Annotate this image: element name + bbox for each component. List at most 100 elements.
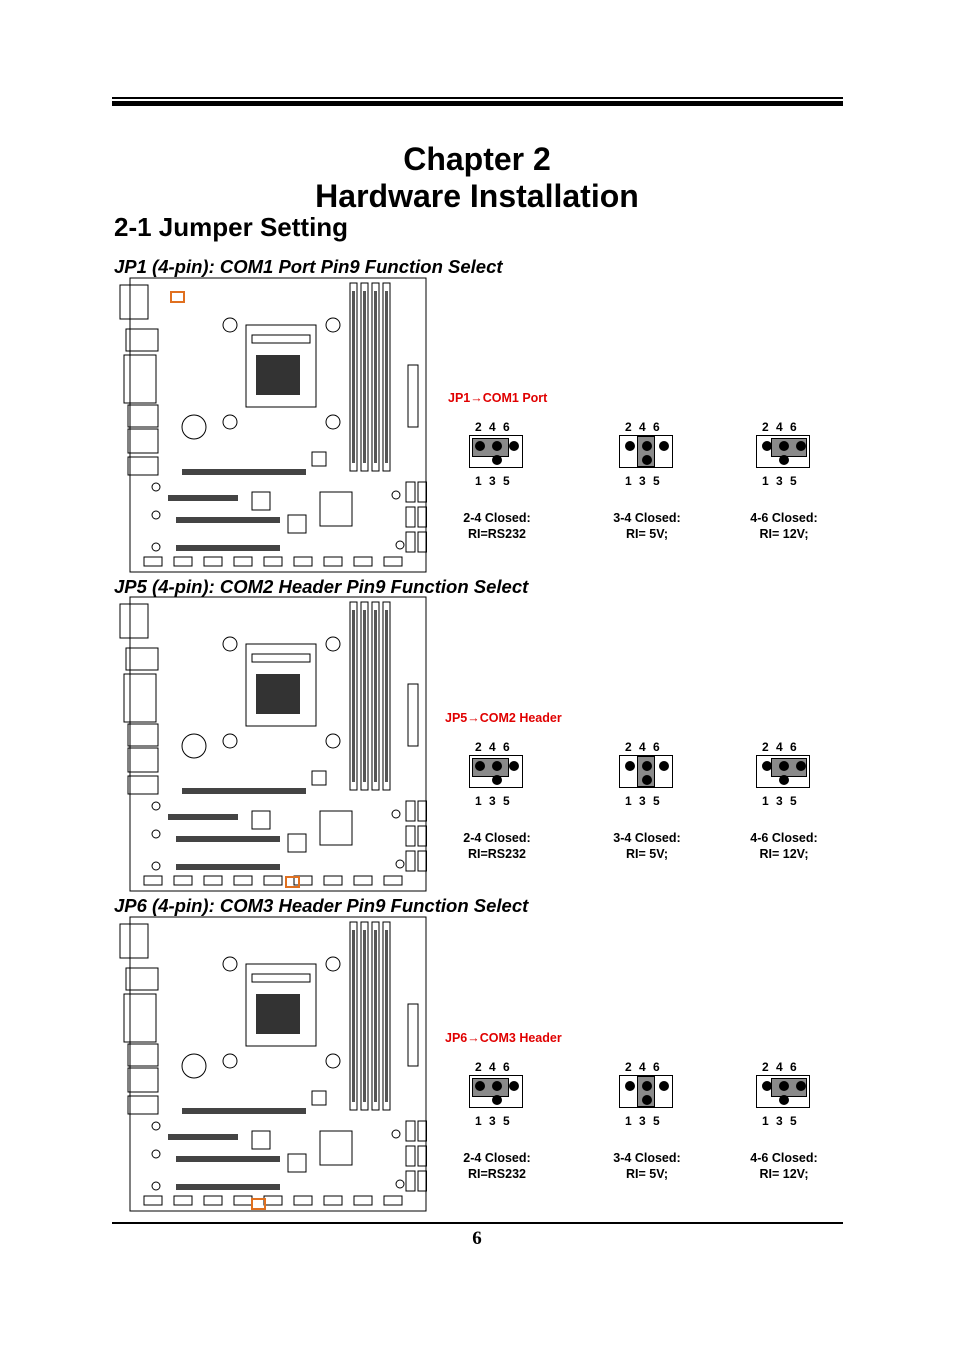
pin-dot xyxy=(509,1081,519,1091)
pin-dot xyxy=(642,441,652,451)
pin-numbers-bottom: 1 3 5 xyxy=(625,1114,660,1128)
pin-dot xyxy=(492,1095,502,1105)
pin-numbers-top: 2 4 6 xyxy=(625,420,660,434)
pin-numbers-top: 2 4 6 xyxy=(762,420,797,434)
ri-value: RI=RS232 xyxy=(467,847,527,861)
pin-dot xyxy=(642,1081,652,1091)
bottom-rule xyxy=(112,1222,843,1224)
pin-dot xyxy=(509,441,519,451)
pin-numbers-bottom: 1 3 5 xyxy=(762,794,797,808)
pin-numbers-bottom: 1 3 5 xyxy=(475,474,510,488)
pin-dot xyxy=(762,441,772,451)
closed-label: 4-6 Closed: xyxy=(750,1151,818,1165)
pin-numbers-top: 2 4 6 xyxy=(475,1060,510,1074)
pin-numbers-top: 2 4 6 xyxy=(475,740,510,754)
pin-dot xyxy=(492,441,502,451)
section-title: 2-1 Jumper Setting xyxy=(114,212,349,242)
motherboard-diagram xyxy=(119,916,427,1212)
pin-dot xyxy=(475,1081,485,1091)
pin-dot xyxy=(492,455,502,465)
pin-dot xyxy=(659,761,669,771)
pin-numbers-top: 2 4 6 xyxy=(625,740,660,754)
pin-numbers-bottom: 1 3 5 xyxy=(625,794,660,808)
pin-numbers-top: 2 4 6 xyxy=(762,740,797,754)
closed-label: 4-6 Closed: xyxy=(750,831,818,845)
pin-dot xyxy=(659,441,669,451)
jumper-caption: 2-4 Closed: RI=RS232 xyxy=(437,510,557,542)
jumper-caption: 4-6 Closed: RI= 12V; xyxy=(724,510,844,542)
jumper-pins xyxy=(756,1075,810,1108)
pin-dot xyxy=(509,761,519,771)
jumper-caption: 2-4 Closed: RI=RS232 xyxy=(437,1150,557,1182)
ri-value: RI= 12V; xyxy=(759,1167,809,1181)
pin-dot xyxy=(779,761,789,771)
pin-numbers-top: 2 4 6 xyxy=(475,420,510,434)
pin-numbers-bottom: 1 3 5 xyxy=(762,474,797,488)
jumper-caption: 4-6 Closed: RI= 12V; xyxy=(724,830,844,862)
jumper-pins xyxy=(619,1075,673,1108)
pin-dot xyxy=(625,761,635,771)
jumper-pins xyxy=(619,435,673,468)
ri-value: RI=RS232 xyxy=(467,527,527,541)
pin-dot xyxy=(475,761,485,771)
ri-value: RI= 5V; xyxy=(625,527,669,541)
pin-dot xyxy=(492,761,502,771)
jumper-pins xyxy=(469,755,523,788)
pin-dot xyxy=(779,455,789,465)
jumper-pins xyxy=(619,755,673,788)
jumper-heading: JP1 (4-pin): COM1 Port Pin9 Function Sel… xyxy=(114,256,503,277)
ri-value: RI=RS232 xyxy=(467,1167,527,1181)
page-number: 6 xyxy=(472,1228,482,1249)
jumper-caption: 4-6 Closed: RI= 12V; xyxy=(724,1150,844,1182)
pin-numbers-bottom: 1 3 5 xyxy=(762,1114,797,1128)
pin-dot xyxy=(762,761,772,771)
jumper-heading: JP6 (4-pin): COM3 Header Pin9 Function S… xyxy=(114,895,529,916)
pin-numbers-bottom: 1 3 5 xyxy=(625,474,660,488)
pin-dot xyxy=(796,761,806,771)
motherboard-diagram xyxy=(119,596,427,892)
pin-dot xyxy=(642,455,652,465)
closed-label: 2-4 Closed: xyxy=(463,1151,531,1165)
top-rule-thick xyxy=(112,101,843,106)
jumper-caption: 3-4 Closed: RI= 5V; xyxy=(587,830,707,862)
jumper-heading: JP5 (4-pin): COM2 Header Pin9 Function S… xyxy=(114,576,529,597)
jumper-label: JP5→COM2 Header xyxy=(445,711,562,725)
pin-dot xyxy=(642,1095,652,1105)
ri-value: RI= 5V; xyxy=(625,1167,669,1181)
jumper-pins xyxy=(756,755,810,788)
pin-numbers-top: 2 4 6 xyxy=(625,1060,660,1074)
pin-numbers-bottom: 1 3 5 xyxy=(475,794,510,808)
jumper-pins xyxy=(469,435,523,468)
jumper-caption: 2-4 Closed: RI=RS232 xyxy=(437,830,557,862)
pin-dot xyxy=(779,775,789,785)
pin-dot xyxy=(475,441,485,451)
top-rule-thin xyxy=(112,97,843,99)
jumper-label: JP1→COM1 Port xyxy=(448,391,548,405)
motherboard-diagram xyxy=(119,277,427,573)
closed-label: 3-4 Closed: xyxy=(613,831,681,845)
pin-dot xyxy=(642,775,652,785)
ri-value: RI= 12V; xyxy=(759,847,809,861)
jumper-label: JP6→COM3 Header xyxy=(445,1031,562,1045)
closed-label: 4-6 Closed: xyxy=(750,511,818,525)
pin-dot xyxy=(625,441,635,451)
pin-dot xyxy=(796,1081,806,1091)
jumper-caption: 3-4 Closed: RI= 5V; xyxy=(587,510,707,542)
jumper-caption: 3-4 Closed:RI= 5V; xyxy=(587,1150,707,1182)
closed-label: 3-4 Closed: xyxy=(613,511,681,525)
pin-dot xyxy=(659,1081,669,1091)
pin-dot xyxy=(779,441,789,451)
pin-dot xyxy=(492,775,502,785)
closed-label: 2-4 Closed: xyxy=(463,831,531,845)
ri-value: RI= 12V; xyxy=(759,527,809,541)
pin-dot xyxy=(762,1081,772,1091)
pin-dot xyxy=(625,1081,635,1091)
pin-dot xyxy=(796,441,806,451)
jumper-pins xyxy=(756,435,810,468)
pin-numbers-top: 2 4 6 xyxy=(762,1060,797,1074)
pin-dot xyxy=(492,1081,502,1091)
ri-value: RI= 5V; xyxy=(625,847,669,861)
jumper-pins xyxy=(469,1075,523,1108)
closed-label: 2-4 Closed: xyxy=(463,511,531,525)
pin-dot xyxy=(642,761,652,771)
